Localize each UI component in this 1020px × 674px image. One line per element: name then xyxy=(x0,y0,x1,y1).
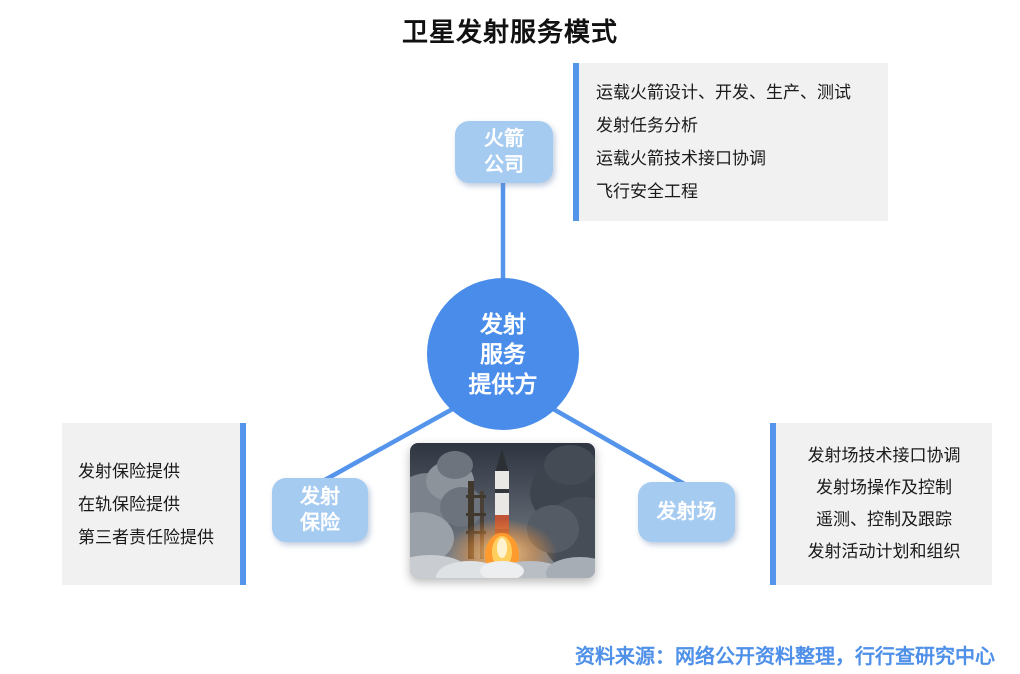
panel-accent-bar xyxy=(240,423,246,585)
panel-item: 发射场操作及控制 xyxy=(816,478,952,497)
page-title: 卫星发射服务模式 xyxy=(401,17,618,47)
node-launch-insurance: 发射 保险 xyxy=(272,478,368,542)
panel-insurance-services: 发射保险提供 在轨保险提供 第三者责任险提供 xyxy=(62,423,246,585)
rocket-launch-photo xyxy=(410,443,595,578)
node-launch-site: 发射场 xyxy=(638,482,735,542)
panel-item: 遥测、控制及跟踪 xyxy=(816,510,952,529)
panel-item: 发射活动计划和组织 xyxy=(807,542,961,561)
panel-rocket-company-services: 运载火箭设计、开发、生产、测试 发射任务分析 运载火箭技术接口协调 飞行安全工程 xyxy=(573,63,888,221)
panel-item: 飞行安全工程 xyxy=(596,182,698,201)
node-rocket-company: 火箭 公司 xyxy=(455,121,553,183)
panel-item: 在轨保险提供 xyxy=(78,494,180,514)
panel-item: 发射任务分析 xyxy=(596,116,698,135)
panel-launch-site-services: 发射场技术接口协调 发射场操作及控制 遥测、控制及跟踪 发射活动计划和组织 xyxy=(770,423,992,585)
center-node-label: 发射 服务 提供方 xyxy=(468,311,538,397)
panel-item: 运载火箭设计、开发、生产、测试 xyxy=(596,83,851,102)
panel-item: 发射保险提供 xyxy=(78,461,180,481)
source-note: 资料来源：网络公开资料整理，行行查研究中心 xyxy=(575,646,995,668)
node-label: 火箭 公司 xyxy=(484,128,524,176)
panel-accent-bar xyxy=(770,423,776,585)
node-label: 发射 保险 xyxy=(300,486,340,534)
panel-accent-bar xyxy=(573,63,579,221)
panel-item: 发射场技术接口协调 xyxy=(807,446,961,465)
panel-item: 运载火箭技术接口协调 xyxy=(596,149,766,168)
node-label: 发射场 xyxy=(656,501,717,523)
panel-item: 第三者责任险提供 xyxy=(78,527,214,547)
center-node-launch-service-provider: 发射 服务 提供方 xyxy=(427,278,579,430)
